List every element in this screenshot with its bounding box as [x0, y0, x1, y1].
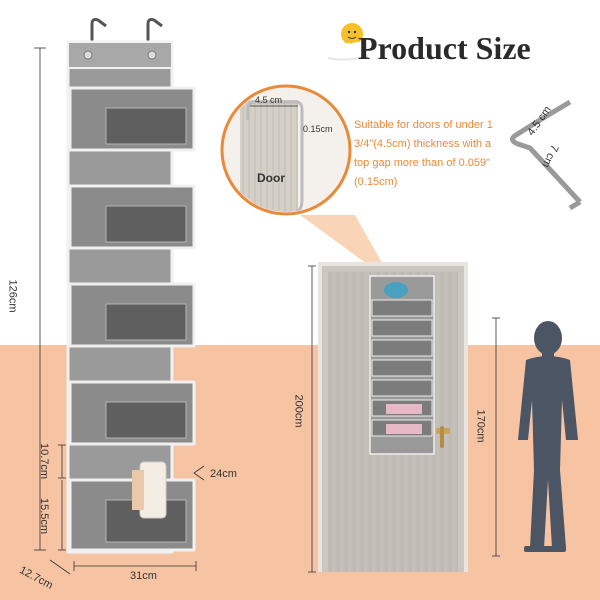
inset-width-label: 4.5 cm: [255, 95, 283, 105]
organizer-width-label: 31cm: [130, 570, 157, 582]
inset-door-label: Door: [257, 171, 285, 185]
person-height-label: 170cm: [474, 409, 487, 443]
cloud-sun-icon: [327, 23, 369, 61]
pocket-width-label: 24cm: [210, 468, 237, 480]
hook-icon: [510, 99, 582, 211]
product-size-title: Product Size: [358, 30, 531, 66]
door-fit-note: Suitable for doors of under 1 3/4"(4.5cm…: [354, 119, 493, 188]
inset-gap-label: 0.15cm: [303, 124, 333, 134]
door-height-label: 200cm: [292, 394, 305, 428]
